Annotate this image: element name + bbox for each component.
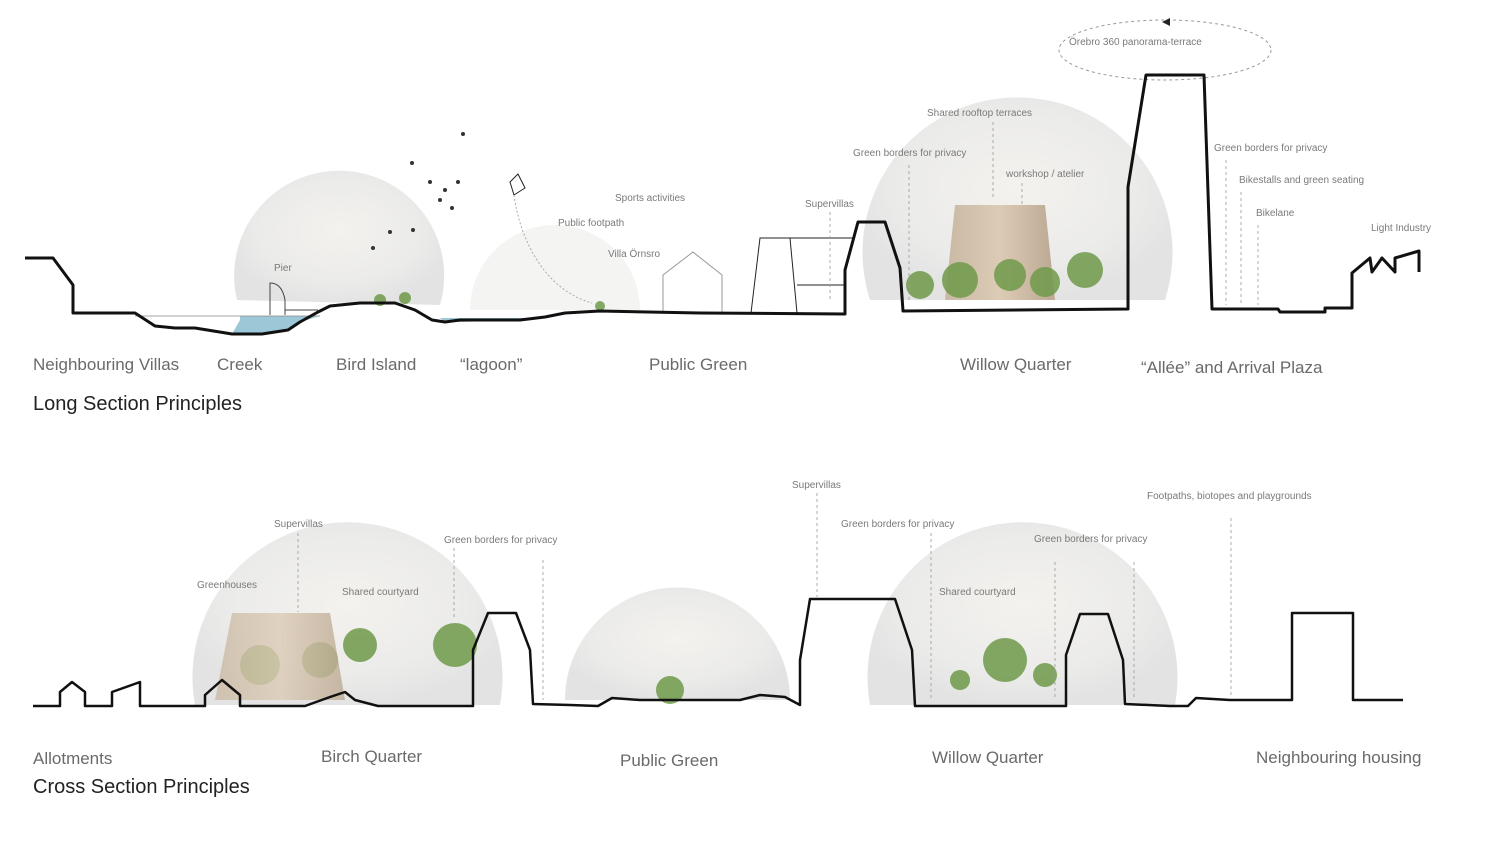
- annotation-bikelane: Bikelane: [1256, 208, 1295, 219]
- annotation-pier: Pier: [274, 263, 292, 274]
- annotation-green-borders: Green borders for privacy: [444, 535, 558, 546]
- kite: [509, 173, 526, 196]
- annotation-green-borders-2: Green borders for privacy: [1214, 143, 1328, 154]
- zone-allee-arrival-plaza: “Allée” and Arrival Plaza: [1141, 358, 1323, 377]
- annotation-light-industry: Light Industry: [1371, 223, 1432, 234]
- public-green-bubble-cross: [565, 587, 790, 700]
- annotation-villa-ornsro: Villa Örnsro: [608, 249, 661, 260]
- annotation-shared-courtyard: Shared courtyard: [342, 587, 419, 598]
- annotation-rooftop-terraces: Shared rooftop terraces: [927, 108, 1033, 119]
- zone-willow-quarter: Willow Quarter: [960, 355, 1072, 374]
- zone-neighbouring-housing: Neighbouring housing: [1256, 748, 1422, 767]
- annotation-supervillas: Supervillas: [274, 519, 323, 530]
- panorama-loop: [1058, 19, 1272, 81]
- annotation-workshop: workshop / atelier: [1006, 169, 1085, 180]
- public-green-bubble: [470, 225, 640, 310]
- zone-birch-quarter: Birch Quarter: [321, 747, 423, 766]
- cross-section-profile: [33, 597, 1403, 708]
- zone-public-green: Public Green: [649, 355, 748, 374]
- birch-quarter-greenhouse: [215, 613, 345, 700]
- zone-lagoon: “lagoon”: [460, 355, 523, 374]
- zone-neighbouring-villas: Neighbouring Villas: [33, 355, 180, 374]
- willow-quarter-bubble-cross: [867, 522, 1178, 705]
- zone-willow-quarter: Willow Quarter: [932, 748, 1044, 767]
- annotation-supervillas-2: Supervillas: [792, 480, 841, 491]
- willow-quarter-bubble: [862, 97, 1173, 300]
- bird-island-bubble: [234, 170, 445, 305]
- pier: [269, 282, 318, 315]
- annotation-greenhouses: Greenhouses: [197, 580, 258, 591]
- annotation-panorama-terrace: Örebro 360 panorama-terrace: [1069, 37, 1202, 48]
- villa-ornsro-outline: [662, 251, 723, 313]
- cross-section-title: Cross Section Principles: [33, 776, 250, 798]
- annotation-green-borders: Green borders for privacy: [853, 148, 967, 159]
- annotation-bikestalls: Bikestalls and green seating: [1239, 175, 1365, 186]
- annotation-green-borders-3: Green borders for privacy: [1034, 534, 1148, 545]
- long-section-title: Long Section Principles: [33, 393, 243, 415]
- long-section-profile: [25, 73, 1421, 336]
- zone-bird-island: Bird Island: [336, 355, 417, 374]
- annotation-footpath: Public footpath: [558, 218, 625, 229]
- zone-allotments: Allotments: [33, 749, 113, 768]
- supervilla-outline: [750, 237, 855, 314]
- zone-creek: Creek: [217, 355, 263, 374]
- birds: [371, 132, 465, 250]
- annotation-shared-courtyard-2: Shared courtyard: [939, 587, 1016, 598]
- zone-public-green: Public Green: [620, 751, 719, 770]
- annotation-sports: Sports activities: [615, 193, 686, 204]
- arrow-icon: [1162, 18, 1170, 26]
- annotation-footpaths: Footpaths, biotopes and playgrounds: [1147, 491, 1312, 502]
- creek-water: [232, 316, 320, 334]
- annotation-supervillas: Supervillas: [805, 199, 854, 210]
- annotation-green-borders-2: Green borders for privacy: [841, 519, 955, 530]
